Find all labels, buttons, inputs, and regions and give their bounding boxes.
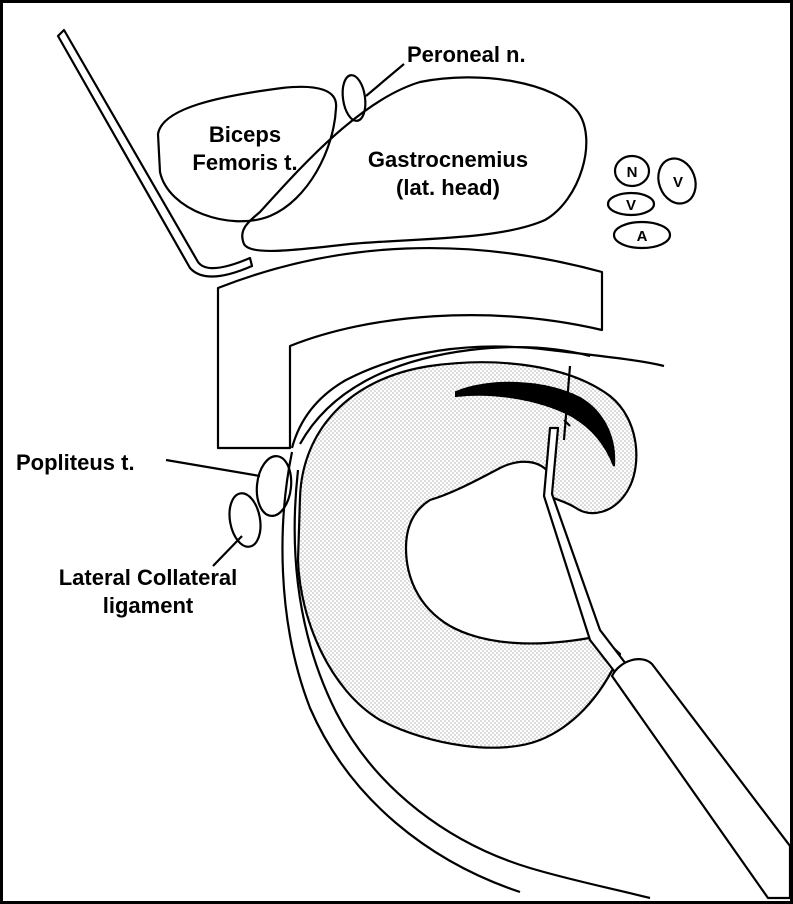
- popliteus-tendon-shape: [255, 455, 293, 517]
- peroneal-label: Peroneal n.: [407, 42, 526, 67]
- capsule-inner-wall: [293, 469, 651, 900]
- knee-cross-section-diagram: Peroneal n. Biceps Femoris t. Gastrocnem…: [16, 28, 790, 900]
- probe-cannula: [610, 658, 790, 900]
- lcl-label-line2: ligament: [103, 593, 194, 618]
- capsule-outline-outer: [299, 346, 591, 445]
- vessel-v1-label: V: [673, 174, 683, 191]
- popliteus-leader-line: [165, 458, 261, 478]
- peroneal-leader-line: [365, 63, 405, 97]
- vessel-n-label: N: [627, 164, 638, 181]
- tibial-plateau-outline: [290, 345, 665, 449]
- vessel-v2-label: V: [626, 197, 636, 214]
- biceps-femoris-shape: [156, 85, 338, 223]
- popliteus-label: Popliteus t.: [16, 450, 135, 475]
- retractor-instrument: [56, 28, 254, 278]
- suture-needle-tip: [563, 419, 571, 427]
- vessel-v1-shape: [657, 157, 697, 205]
- lateral-collateral-ligament-shape: [228, 492, 262, 548]
- femoral-condyle-block: [216, 246, 604, 450]
- suture-needle-line: [562, 365, 572, 441]
- vessel-a-shape: [612, 220, 672, 250]
- vessel-n-shape: [613, 154, 651, 188]
- lcl-leader-line: [212, 535, 243, 567]
- biceps-label-line1: Biceps: [209, 122, 281, 147]
- peroneal-nerve-shape: [341, 74, 367, 122]
- gastrocnemius-shape: [241, 76, 588, 252]
- vessel-a-label: A: [637, 228, 648, 245]
- biceps-label-line2: Femoris t.: [192, 150, 297, 175]
- capsule-lateral-wall: [281, 451, 521, 894]
- meniscal-tear: [455, 381, 616, 467]
- vessel-v2-shape: [606, 191, 656, 217]
- lcl-label-line1: Lateral Collateral: [59, 565, 238, 590]
- gastrocnemius-label-line1: Gastrocnemius: [368, 147, 528, 172]
- gastrocnemius-label-line2: (lat. head): [396, 175, 500, 200]
